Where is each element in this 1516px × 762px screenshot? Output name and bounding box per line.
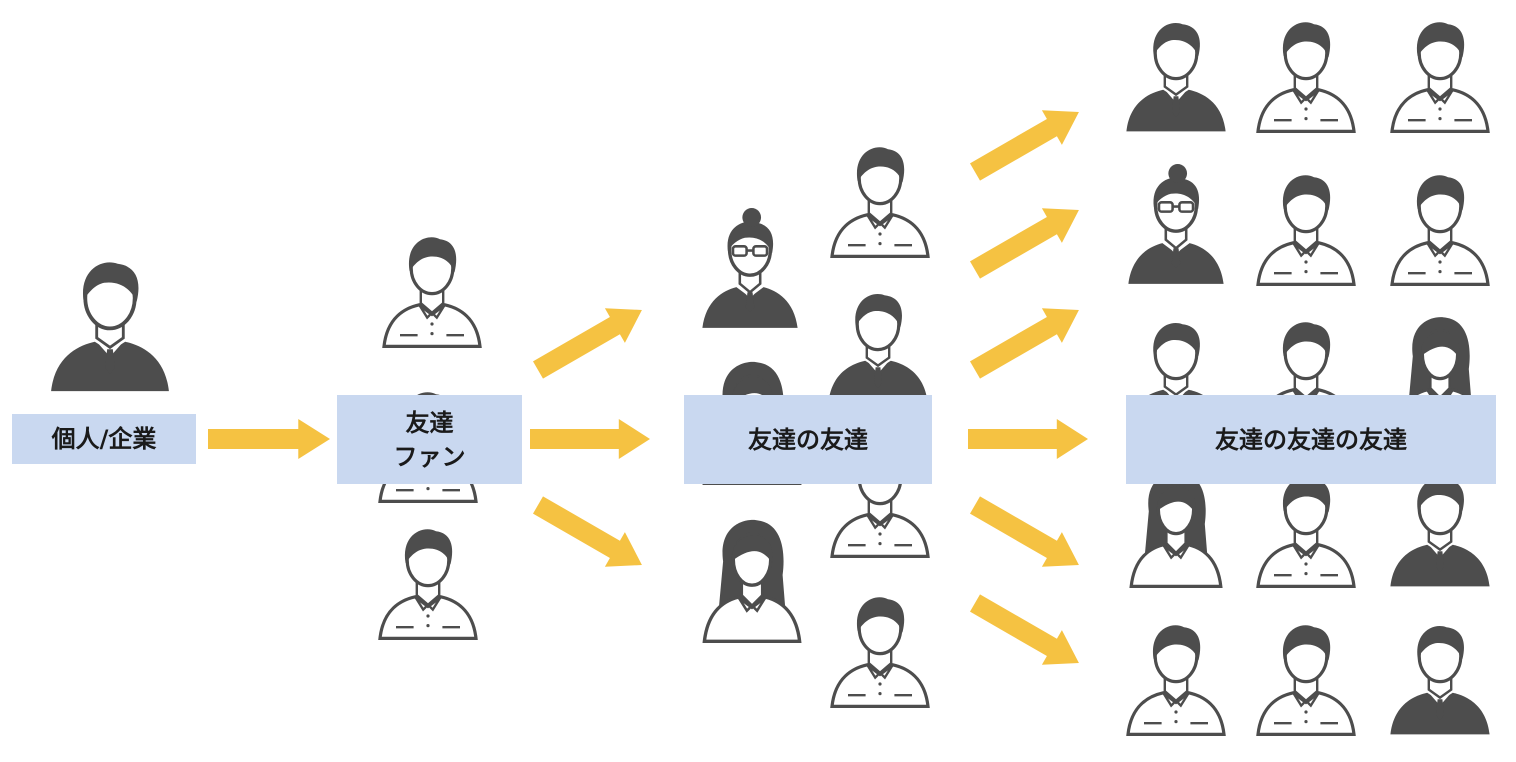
friends-of-friends-of-friends-label: 友達の友達の友達 — [1126, 395, 1496, 484]
friends-of-friends-of-friends-label-text: 友達の友達の友達 — [1215, 425, 1407, 454]
origin-label: 個人/企業 — [12, 414, 196, 464]
arrow-fof-3 — [965, 292, 1089, 388]
friends-label-line2: ファン — [393, 442, 466, 471]
person-avatar-icon — [1388, 476, 1492, 589]
person-avatar-icon — [702, 518, 802, 643]
person-avatar-icon — [830, 145, 930, 258]
person-avatar-icon — [49, 260, 171, 394]
friends-label: 友達 ファン — [337, 395, 522, 484]
arrow-friends-up — [528, 292, 652, 388]
person-avatar-icon — [378, 527, 478, 641]
person-avatar-icon — [1256, 173, 1356, 286]
arrow-origin-to-friends — [208, 419, 330, 459]
arrow-fof-6 — [965, 585, 1089, 681]
friends-label-line1: 友達 — [405, 408, 454, 437]
person-avatar-icon — [1390, 173, 1490, 286]
person-avatar-icon — [1390, 20, 1490, 133]
person-avatar-icon — [1126, 623, 1226, 737]
arrow-fof-4 — [968, 419, 1088, 459]
person-avatar-icon — [1124, 21, 1228, 134]
arrow-friends-down — [528, 487, 652, 583]
person-avatar-icon — [826, 292, 930, 404]
person-avatar-icon — [382, 235, 482, 348]
person-avatar-icon — [1256, 475, 1356, 589]
friends-of-friends-label-text: 友達の友達 — [748, 425, 868, 454]
arrow-fof-2 — [965, 192, 1089, 288]
arrow-fof-1 — [965, 94, 1089, 190]
arrow-fof-5 — [965, 487, 1089, 583]
arrow-friends-mid — [530, 419, 650, 459]
origin-label-text: 個人/企業 — [51, 425, 157, 453]
person-avatar-icon — [1256, 623, 1356, 737]
person-avatar-icon — [1256, 20, 1356, 133]
person-avatar-icon — [1129, 470, 1223, 589]
person-avatar-icon — [1126, 162, 1226, 286]
person-avatar-icon — [700, 206, 800, 330]
friends-of-friends-label: 友達の友達 — [684, 395, 932, 484]
person-avatar-icon — [830, 595, 930, 709]
person-avatar-icon — [1388, 624, 1492, 737]
